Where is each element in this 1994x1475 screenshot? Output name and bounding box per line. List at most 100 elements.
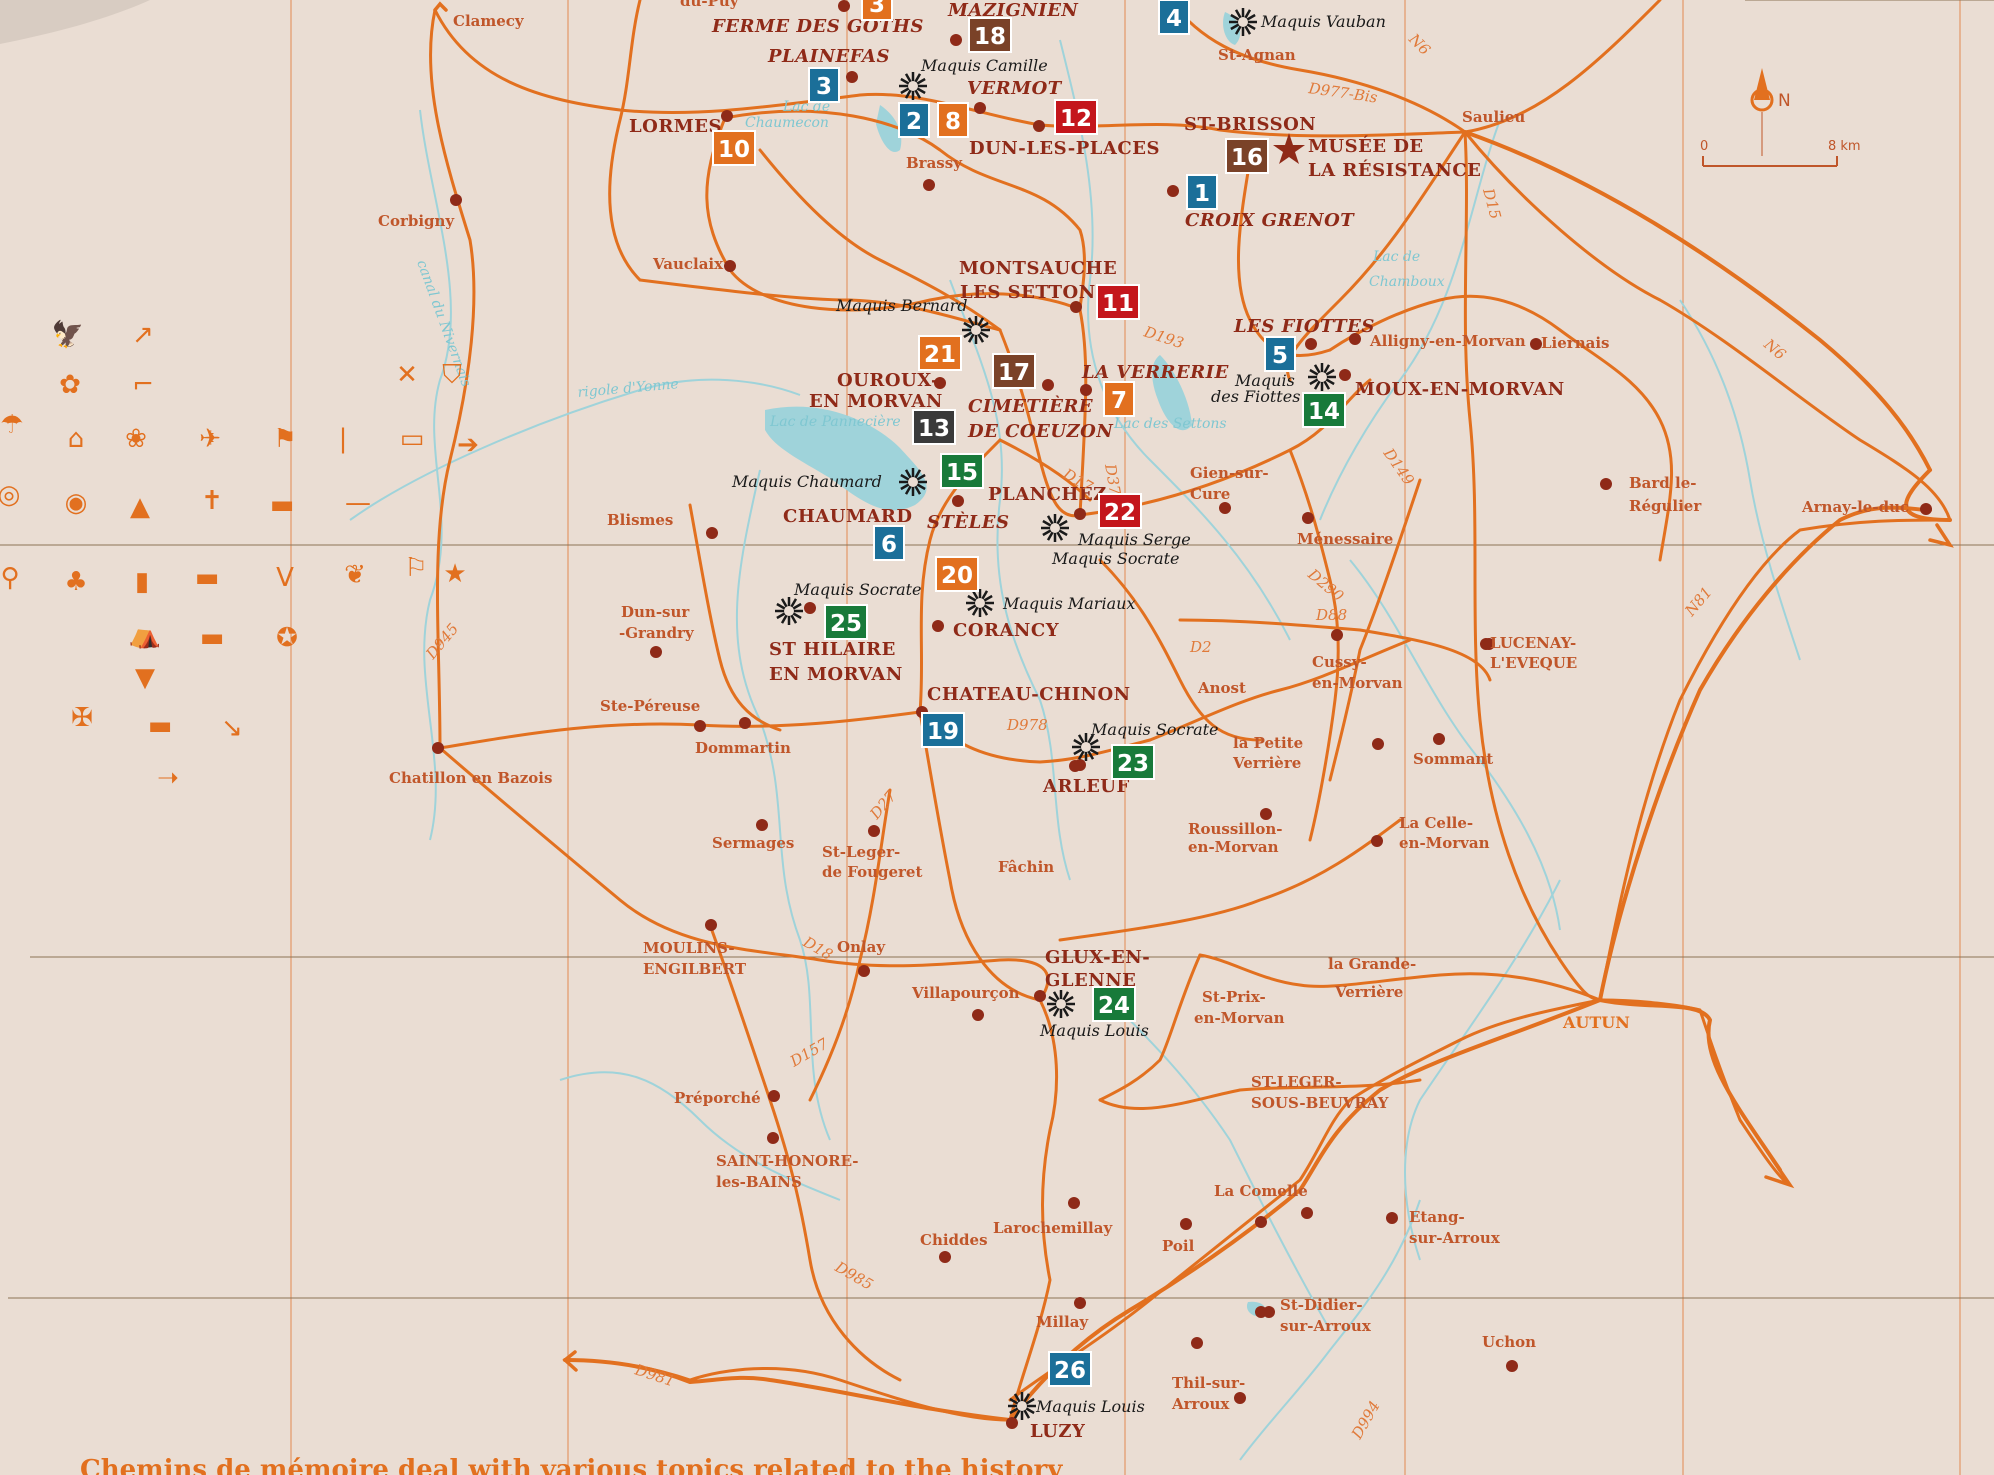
place-label: EN MORVAN xyxy=(809,391,943,412)
badge-number: 19 xyxy=(927,719,959,745)
town-label: SAINT-HONORE- xyxy=(716,1152,859,1170)
town-label: sur-Arroux xyxy=(1409,1229,1501,1247)
town-label: Arroux xyxy=(1171,1395,1230,1413)
town-label: en-Morvan xyxy=(1194,1009,1285,1027)
town-dot xyxy=(1305,338,1317,350)
tree-icon: ♣ xyxy=(64,567,87,597)
badge-14: 14 xyxy=(1302,392,1346,428)
town-dot xyxy=(1530,338,1542,350)
bomb-icon: | xyxy=(339,424,348,454)
town-label: LUCENAY- xyxy=(1490,634,1576,652)
target-icon: ◉ xyxy=(65,488,88,518)
place-label: VERMOT xyxy=(967,78,1063,99)
town-label: Roussillon- xyxy=(1188,820,1283,838)
town-dot xyxy=(974,102,986,114)
wreath-icon: ❀ xyxy=(125,424,147,454)
parachute-icon: ☂ xyxy=(0,410,23,440)
autun-label: AUTUN xyxy=(1562,1013,1630,1032)
town-dot xyxy=(1302,512,1314,524)
town-dot xyxy=(932,620,944,632)
town-label: Chiddes xyxy=(920,1231,988,1249)
town-dot xyxy=(1506,1360,1518,1372)
maquis-burst-icon xyxy=(899,468,927,496)
place-label: CORANCY xyxy=(953,620,1060,641)
place-label: MAZIGNIEN xyxy=(947,0,1079,21)
town-label: Vauclaix xyxy=(652,255,724,273)
town-dot xyxy=(934,377,946,389)
place-label: CIMETIÈRE xyxy=(968,394,1093,417)
badge-number: 16 xyxy=(1231,145,1263,171)
badge-5: 5 xyxy=(1264,336,1296,372)
town-dot xyxy=(1068,1197,1080,1209)
tank-icon: ▬ xyxy=(270,490,295,520)
maquis-burst-icon xyxy=(1229,8,1257,36)
maquis-label: Maquis xyxy=(1234,371,1295,390)
road-label: D2 xyxy=(1189,638,1212,656)
town-dot xyxy=(1074,759,1086,771)
badge-7: 7 xyxy=(1103,381,1135,417)
town-label: Chatillon en Bazois xyxy=(389,769,552,787)
town-label: les-BAINS xyxy=(716,1173,802,1191)
town-label: SOUS-BEUVRAY xyxy=(1251,1094,1389,1112)
north-label: N xyxy=(1778,91,1791,111)
star-icon: ★ xyxy=(443,559,466,589)
town-dot xyxy=(1034,990,1046,1002)
town-label: Etang- xyxy=(1409,1208,1465,1226)
corner-photo-fragment xyxy=(0,0,150,44)
town-label: Verrière xyxy=(1334,983,1403,1001)
place-label: EN MORVAN xyxy=(769,664,903,685)
place-label: CROIX GRENOT xyxy=(1185,210,1355,231)
badge-number: 20 xyxy=(941,563,973,589)
town-dot xyxy=(950,34,962,46)
badge-number: 18 xyxy=(974,24,1006,50)
badge-number: 2 xyxy=(906,109,922,135)
town-label: St-Agnan xyxy=(1218,46,1296,64)
town-dot xyxy=(1006,1417,1018,1429)
town-dot xyxy=(1920,503,1932,515)
place-label: LORMES xyxy=(629,116,722,137)
maquis-burst-icon xyxy=(966,589,994,617)
town-label: Bard le- xyxy=(1629,474,1696,492)
badge-number: 13 xyxy=(918,416,950,442)
badge-number: 22 xyxy=(1104,500,1136,526)
town-label: ENGILBERT xyxy=(643,960,747,978)
water-label: Chamboux xyxy=(1369,274,1445,290)
town-label: la Grande- xyxy=(1328,955,1416,973)
road-label: D88 xyxy=(1315,606,1347,624)
badge-2: 2 xyxy=(898,102,930,138)
scale-start: 0 xyxy=(1700,139,1708,154)
town-dot xyxy=(868,825,880,837)
town-dot xyxy=(1301,1207,1313,1219)
place-label: GLENNE xyxy=(1045,970,1136,991)
badge-26: 26 xyxy=(1048,1351,1092,1387)
town-dot xyxy=(1600,478,1612,490)
badge-11: 11 xyxy=(1096,284,1140,320)
town-label: Ste-Péreuse xyxy=(600,697,700,715)
place-label: PLAINEFAS xyxy=(767,46,890,67)
town-label: Corbigny xyxy=(378,212,455,230)
town-label: ST-LEGER- xyxy=(1251,1073,1342,1091)
town-dot xyxy=(1349,333,1361,345)
shield-icon: ⛉ xyxy=(442,360,462,390)
town-dot xyxy=(1372,738,1384,750)
town-dot xyxy=(972,1009,984,1021)
town-dot xyxy=(705,919,717,931)
maquis-burst-icon xyxy=(1047,990,1075,1018)
town-label: La Comelle xyxy=(1214,1182,1308,1200)
water-label: Chaumecon xyxy=(745,115,829,131)
town-label: St-Leger- xyxy=(822,843,900,861)
town-label: Ménessaire xyxy=(1297,530,1393,548)
town-label: du-Puy xyxy=(680,0,740,10)
place-label: LES FIOTTES xyxy=(1233,316,1375,337)
down-triangle-icon: ▼ xyxy=(135,663,155,693)
town-label: la Petite xyxy=(1233,734,1303,752)
arrow-icon: ↗ xyxy=(132,320,154,350)
town-label: Larochemillay xyxy=(993,1219,1113,1237)
place-label: LA RÉSISTANCE xyxy=(1308,158,1481,181)
badge-10: 10 xyxy=(712,130,756,166)
badge-number: 15 xyxy=(946,460,978,486)
badge-24: 24 xyxy=(1092,986,1136,1022)
plane-roundel-icon: ✪ xyxy=(276,623,298,653)
town-label: de Fougeret xyxy=(822,863,922,881)
